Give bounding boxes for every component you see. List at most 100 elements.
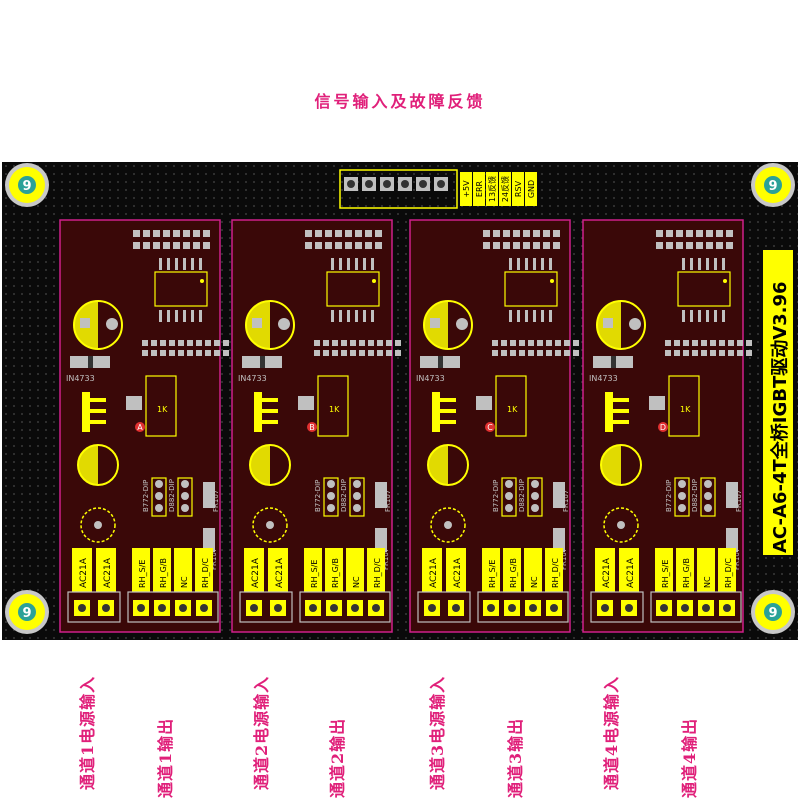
zener-diode-band xyxy=(260,356,265,368)
header-pad xyxy=(335,230,342,237)
header-pad xyxy=(214,350,220,356)
mounting-hole-drill xyxy=(764,603,782,621)
channel-marker xyxy=(485,422,495,432)
header-pad xyxy=(564,340,570,346)
header-pad xyxy=(726,242,733,249)
header-pad xyxy=(160,350,166,356)
mounting-hole-drill xyxy=(764,176,782,194)
header-pad xyxy=(365,230,372,237)
transistor-pad xyxy=(327,480,335,488)
ic-body xyxy=(504,271,558,307)
output-pin-label-box xyxy=(524,548,542,592)
channel-marker-label: D xyxy=(660,423,666,432)
mounting-hole-top-left: 9 xyxy=(5,163,49,207)
header-pad xyxy=(368,350,374,356)
header-pad xyxy=(692,340,698,346)
capacitor-pad xyxy=(456,318,468,330)
ic-pin xyxy=(199,310,202,322)
ic-pin xyxy=(541,310,544,322)
header-pad xyxy=(315,230,322,237)
header-pad xyxy=(523,242,530,249)
capacitor-pad xyxy=(603,318,613,328)
power-pin-label-box xyxy=(244,548,264,592)
header-pad xyxy=(173,242,180,249)
header-pad xyxy=(359,350,365,356)
header-pad xyxy=(395,340,401,346)
connector-pin-label-box xyxy=(499,172,511,206)
channel-C-output-label: 通道3输出 xyxy=(506,717,525,798)
diode-label: FR107 xyxy=(210,548,218,570)
header-pad xyxy=(737,350,743,356)
capacitor-pad xyxy=(80,318,90,328)
ic-pin1-mark xyxy=(200,279,204,283)
header-pad xyxy=(555,340,561,346)
ic-pin xyxy=(355,258,358,270)
ic-pin xyxy=(525,310,528,322)
led-pad xyxy=(298,396,314,410)
header-pad xyxy=(359,340,365,346)
header-pad xyxy=(315,242,322,249)
output-pin-label: RH_S/E xyxy=(310,560,319,588)
channel-D-power-label: 通道4电源输入 xyxy=(602,675,621,790)
page-title: 信号输入及故障反馈 xyxy=(314,92,486,111)
transistor-2-label: D882-DIP xyxy=(691,479,699,512)
power-pin-label: AC21A xyxy=(275,557,285,588)
transistor-pad xyxy=(505,492,513,500)
channel-B-output-label: 通道2输出 xyxy=(328,717,347,798)
header-pad xyxy=(183,242,190,249)
capacitor-polarity-fill xyxy=(78,445,98,485)
channel-A-power-label: 通道1电源输入 xyxy=(78,675,97,790)
channel-A-output-label: 通道1输出 xyxy=(156,717,175,798)
transistor-outline xyxy=(349,477,365,517)
header-pad xyxy=(666,230,673,237)
connector-pin-label: GND xyxy=(527,180,536,198)
ceramic-capacitor-outline xyxy=(252,507,288,543)
ic-pin xyxy=(509,258,512,270)
transistor-outline xyxy=(177,477,193,517)
header-pad xyxy=(375,230,382,237)
transistor-pad xyxy=(181,480,189,488)
ic-pin xyxy=(191,310,194,322)
power-terminal-outline xyxy=(417,591,471,623)
diode-body xyxy=(203,528,215,552)
header-pad xyxy=(666,242,673,249)
led-pad xyxy=(649,396,665,410)
diode-label: FR107 xyxy=(735,490,743,512)
header-pad xyxy=(160,340,166,346)
header-pad xyxy=(674,350,680,356)
header-pad xyxy=(133,230,140,237)
header-pad xyxy=(323,350,329,356)
zener-label: IN4733 xyxy=(416,374,445,383)
transistor-lead xyxy=(613,420,629,424)
mounting-hole-bottom-left: 9 xyxy=(5,590,49,634)
output-pin-label: RH_G/B xyxy=(331,558,340,588)
connector-drill xyxy=(437,180,445,188)
connector-drill xyxy=(365,180,373,188)
header-pad xyxy=(543,230,550,237)
transistor-2-label: D882-DIP xyxy=(168,479,176,512)
output-pin-label: RH_S/E xyxy=(138,560,147,588)
header-pad xyxy=(323,340,329,346)
header-pad xyxy=(716,230,723,237)
transistor-tab xyxy=(82,392,90,432)
transistor-pad xyxy=(353,504,361,512)
header-pad xyxy=(546,340,552,346)
header-pad xyxy=(656,242,663,249)
power-pin-label: AC21A xyxy=(626,557,636,588)
power-terminal-drill xyxy=(102,604,110,612)
ic-pin xyxy=(339,258,342,270)
output-pin-label-box xyxy=(325,548,343,592)
board-title-box: AC-A6-4T全桥IGBT驱动V3.96 xyxy=(763,250,793,555)
header-pad xyxy=(543,242,550,249)
header-pad xyxy=(151,340,157,346)
connector-pin-label: RSV xyxy=(514,180,523,197)
output-terminal-outline xyxy=(477,591,569,623)
header-pad xyxy=(350,350,356,356)
ic-pin xyxy=(183,310,186,322)
ic-pin xyxy=(159,258,162,270)
header-pad xyxy=(355,230,362,237)
header-pad xyxy=(564,350,570,356)
output-terminal-drill xyxy=(681,604,689,612)
